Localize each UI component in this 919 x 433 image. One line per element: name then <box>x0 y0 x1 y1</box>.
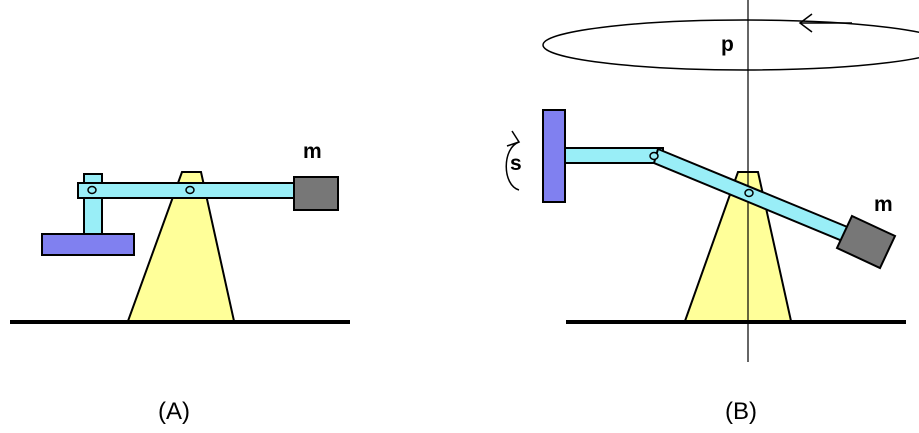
mass-label-a: m <box>303 140 322 163</box>
disk-a <box>41 233 135 256</box>
spin-label: s <box>510 152 522 175</box>
figure-a: m (A) <box>10 140 350 425</box>
spin-arrow-icon <box>505 130 521 191</box>
figure-b: p s m (B) <box>505 0 919 425</box>
support-a <box>126 171 236 322</box>
joint-a <box>87 185 97 195</box>
mass-label-b: m <box>874 193 893 216</box>
pivot-b <box>744 188 754 198</box>
caption-a: (A) <box>158 398 190 425</box>
caption-b: (B) <box>725 398 757 425</box>
precession-label: p <box>721 33 734 56</box>
pivot-a <box>185 185 195 195</box>
joint-b <box>649 151 659 161</box>
disk-b <box>542 109 566 203</box>
mass-b <box>835 214 897 270</box>
precession-arrow-icon <box>798 13 852 33</box>
mass-a <box>293 176 339 211</box>
rod-b-horizontal <box>564 147 664 164</box>
precession-ellipse <box>542 19 919 71</box>
